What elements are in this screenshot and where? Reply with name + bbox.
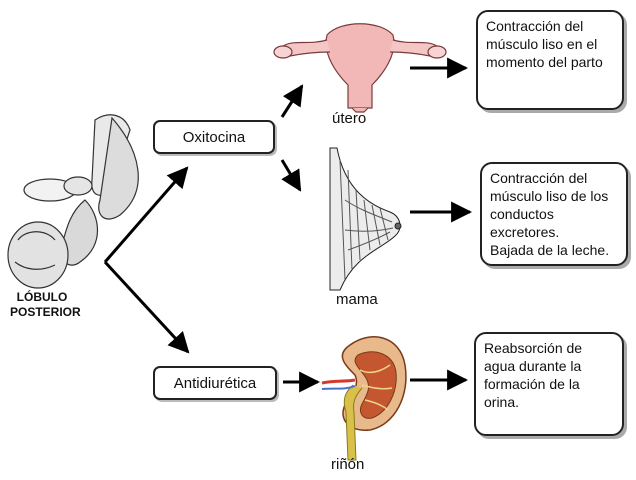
breast-label: mama <box>336 291 378 308</box>
breast-effect-line1: Contracción del músculo liso de los cond… <box>490 170 609 222</box>
uterus-illustration <box>273 23 447 113</box>
lobe-to-oxytocin-arrow <box>103 166 189 263</box>
kidney-label: riñón <box>331 456 365 473</box>
uterus-effect-box: Contracción del músculo liso en el momen… <box>476 10 624 110</box>
antidiuretic-label: Antidiurética <box>173 374 257 392</box>
oxytocin-to-breast-arrow <box>280 159 302 192</box>
kidney-illustration <box>321 336 407 461</box>
antidiuretic-box: Antidiurética <box>153 366 277 400</box>
lobe-label-line2: POSTERIOR <box>10 305 81 319</box>
oxytocin-label: Oxitocina <box>182 128 246 146</box>
uterus-effect-text: Contracción del músculo liso en el momen… <box>486 18 603 70</box>
breast-illustration <box>329 147 402 291</box>
lobe-to-antidiuretic-arrow <box>103 260 190 354</box>
breast-effect-line3: Bajada de la leche. <box>490 242 610 258</box>
uterus-label: útero <box>332 110 367 127</box>
kidney-effect-box: Reabsorción de agua durante la formación… <box>474 332 624 436</box>
breast-effect-line2: excretores. <box>490 224 560 240</box>
lobe-label-line1: LÓBULO <box>16 290 68 304</box>
oxytocin-to-uterus-arrow <box>280 84 304 118</box>
oxytocin-box: Oxitocina <box>153 120 275 154</box>
breast-effect-box: Contracción del músculo liso de los cond… <box>480 162 628 266</box>
kidney-effect-text: Reabsorción de agua durante la formación… <box>484 340 583 410</box>
lobe-label: LÓBULO POSTERIOR <box>10 290 81 320</box>
pituitary-gland-illustration <box>7 114 139 289</box>
